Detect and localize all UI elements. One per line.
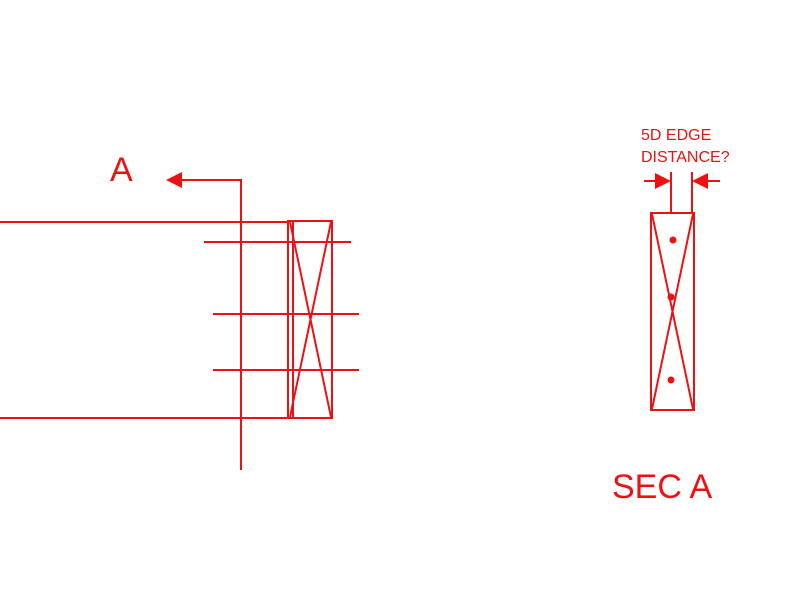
section-plate-cross-2 <box>651 213 694 410</box>
edge-distance-note-line1: 5D EDGE <box>641 127 711 144</box>
section-title: SEC A <box>612 468 712 506</box>
section-plate <box>650 212 695 411</box>
section-view: 5D EDGE DISTANCE? SEC A <box>612 127 730 506</box>
fastener-dot-2 <box>667 293 675 301</box>
dimension-arrow-left-head <box>655 173 671 189</box>
dimension-arrow-right-head <box>692 173 708 189</box>
edge-distance-note-line2: DISTANCE? <box>641 149 730 166</box>
section-arrow-head <box>166 172 182 188</box>
section-letter: A <box>110 151 133 189</box>
end-plate-cross-2 <box>289 221 332 418</box>
plan-view: A <box>0 151 359 470</box>
fastener-dot-3 <box>667 376 675 384</box>
end-plate <box>287 220 333 419</box>
fastener-dot-1 <box>669 236 677 244</box>
